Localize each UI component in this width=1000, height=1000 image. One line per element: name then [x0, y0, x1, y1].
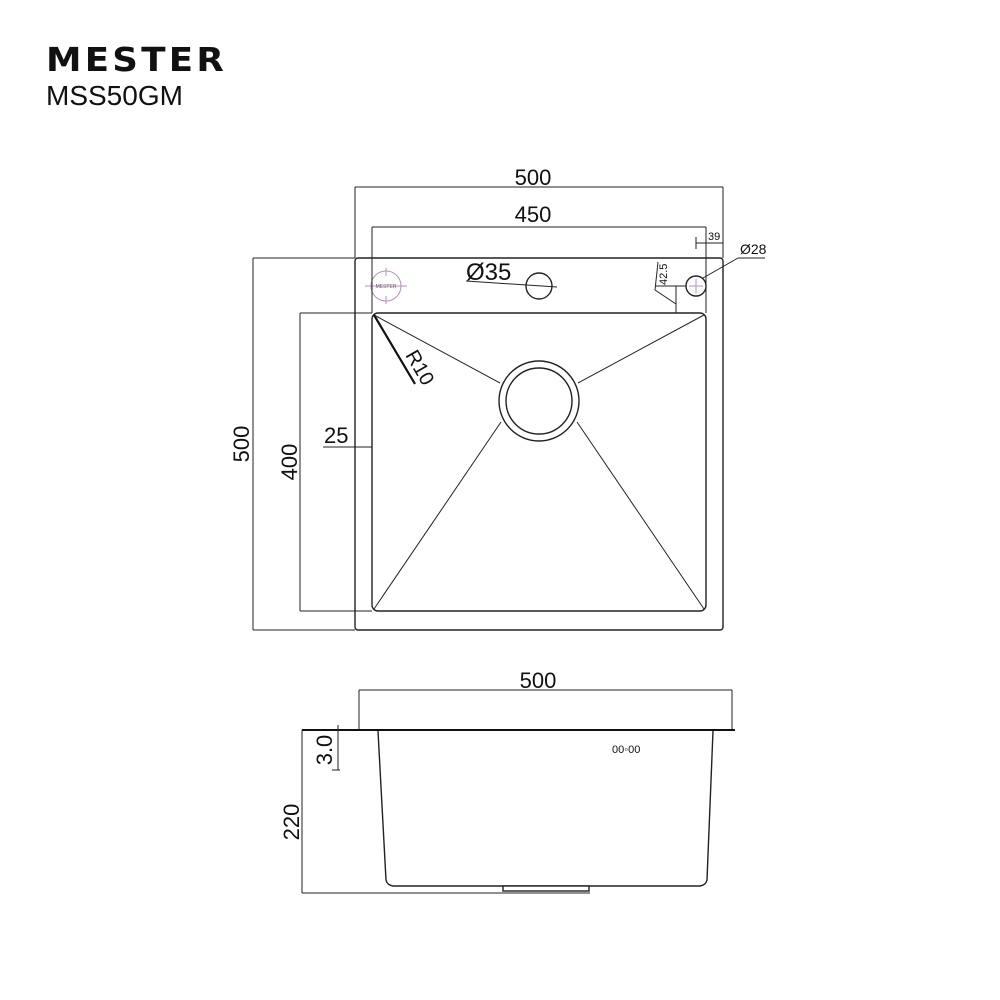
slope-line [373, 314, 501, 384]
bowl-side-outline [377, 730, 714, 887]
brand-logo: MESTER [46, 40, 228, 79]
dim-side-width: 500 [520, 668, 557, 693]
slope-line [373, 421, 502, 610]
dim-tap-offset: 39 [708, 231, 720, 243]
bowl-outline [371, 312, 707, 612]
dim-tap-edge: 42.5 [658, 264, 670, 285]
slope-line [576, 421, 705, 610]
leader-line [702, 257, 739, 279]
dim-side-margin: 25 [324, 423, 348, 448]
svg-text:MESTER: MESTER [376, 284, 397, 290]
logo-mark: MESTER [365, 268, 407, 304]
model-number: MSS50GM [46, 80, 183, 111]
dim-tap-hole: Ø28 [740, 241, 767, 257]
dim-accessory-hole: Ø35 [466, 259, 511, 286]
drain-outer-icon [498, 360, 580, 442]
dim-deck-thickness: 3.0 [312, 735, 337, 766]
dim-overall-depth: 500 [229, 426, 254, 463]
dim-bowl-height: 220 [279, 804, 304, 841]
drain-base [502, 885, 590, 892]
dim-bowl-width: 450 [515, 202, 552, 227]
slope-line [577, 314, 705, 384]
accessory-hole [525, 272, 553, 300]
panel-marking: 00◦00 [612, 744, 640, 756]
leader-line [465, 280, 558, 288]
drain-inner-icon [505, 367, 573, 435]
deck-outline [354, 257, 724, 631]
side-view: 500 00◦00 3.0 220 [279, 668, 735, 894]
dim-bowl-depth: 400 [277, 444, 302, 481]
top-view: Ø35 MESTER Ø28 42.5 39 500 [229, 165, 767, 631]
dim-overall-width: 500 [515, 165, 552, 190]
